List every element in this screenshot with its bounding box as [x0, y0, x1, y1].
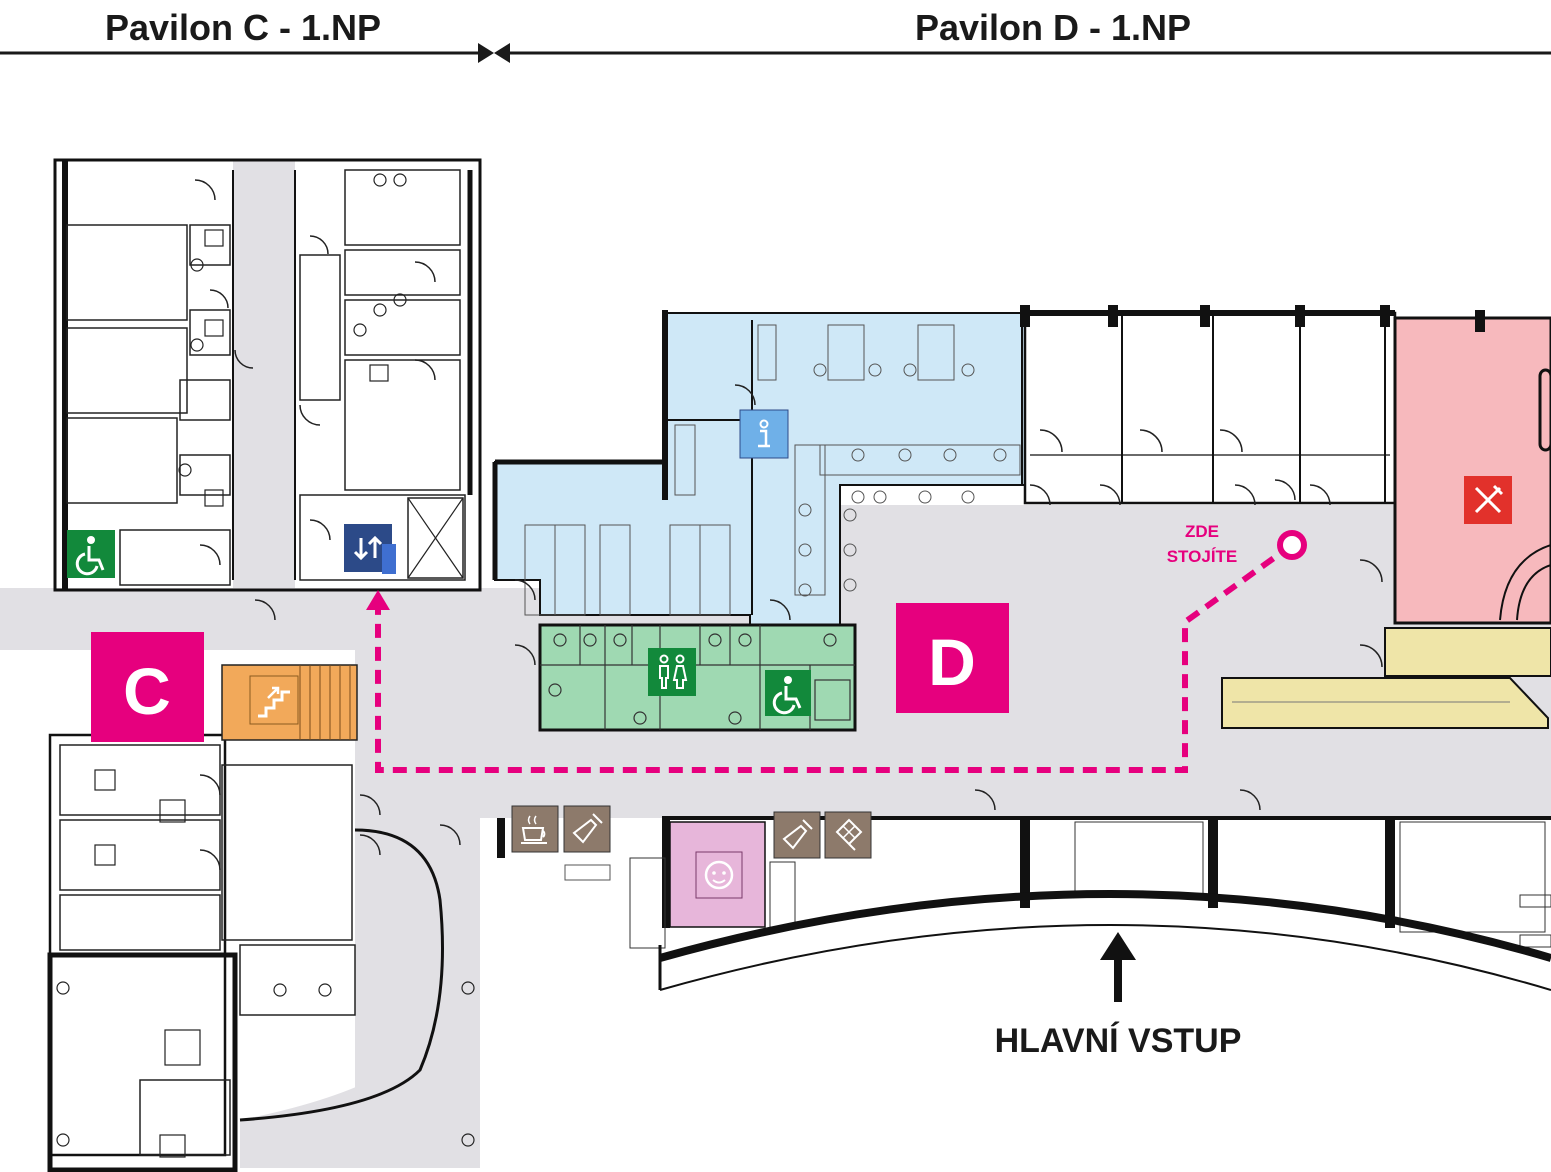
route-path — [366, 542, 1294, 773]
zone-c-marker: C — [91, 632, 204, 742]
pavilion-d-title: Pavilon D - 1.NP — [915, 7, 1191, 48]
elevator-icon — [344, 524, 396, 574]
pavilion-c-title: Pavilon C - 1.NP — [105, 7, 381, 48]
chocolate-icon — [824, 811, 872, 859]
baby-bottle-icon — [773, 811, 821, 859]
you-are-here-line1: ZDE — [1185, 522, 1219, 541]
zone-d-marker: D — [896, 603, 1009, 713]
main-entrance: HLAVNÍ VSTUP — [995, 932, 1242, 1060]
wheelchair-icon — [765, 670, 811, 716]
toilet-icon — [648, 648, 696, 696]
stairs-icon — [249, 675, 299, 725]
wheelchair-icon — [67, 530, 115, 578]
up-arrow-icon — [1100, 932, 1136, 960]
coffee-icon — [511, 805, 559, 853]
you-are-here-line2: STOJÍTE — [1167, 547, 1238, 566]
zone-d-letter: D — [928, 625, 976, 699]
baby-bottle-icon — [563, 805, 611, 853]
restaurant-icon — [1464, 476, 1512, 524]
route-arrowhead — [366, 590, 390, 610]
you-are-here-marker: ZDE STOJÍTE — [1167, 522, 1307, 566]
main-entrance-label: HLAVNÍ VSTUP — [995, 1022, 1242, 1060]
pavilion-d-plan — [492, 305, 1551, 991]
pavilion-c-plan — [0, 158, 505, 1172]
info-icon — [739, 409, 789, 459]
pavilion-header: Pavilon C - 1.NP Pavilon D - 1.NP — [0, 7, 1551, 63]
zone-c-letter: C — [123, 654, 171, 728]
baby-changing-icon — [695, 851, 743, 899]
